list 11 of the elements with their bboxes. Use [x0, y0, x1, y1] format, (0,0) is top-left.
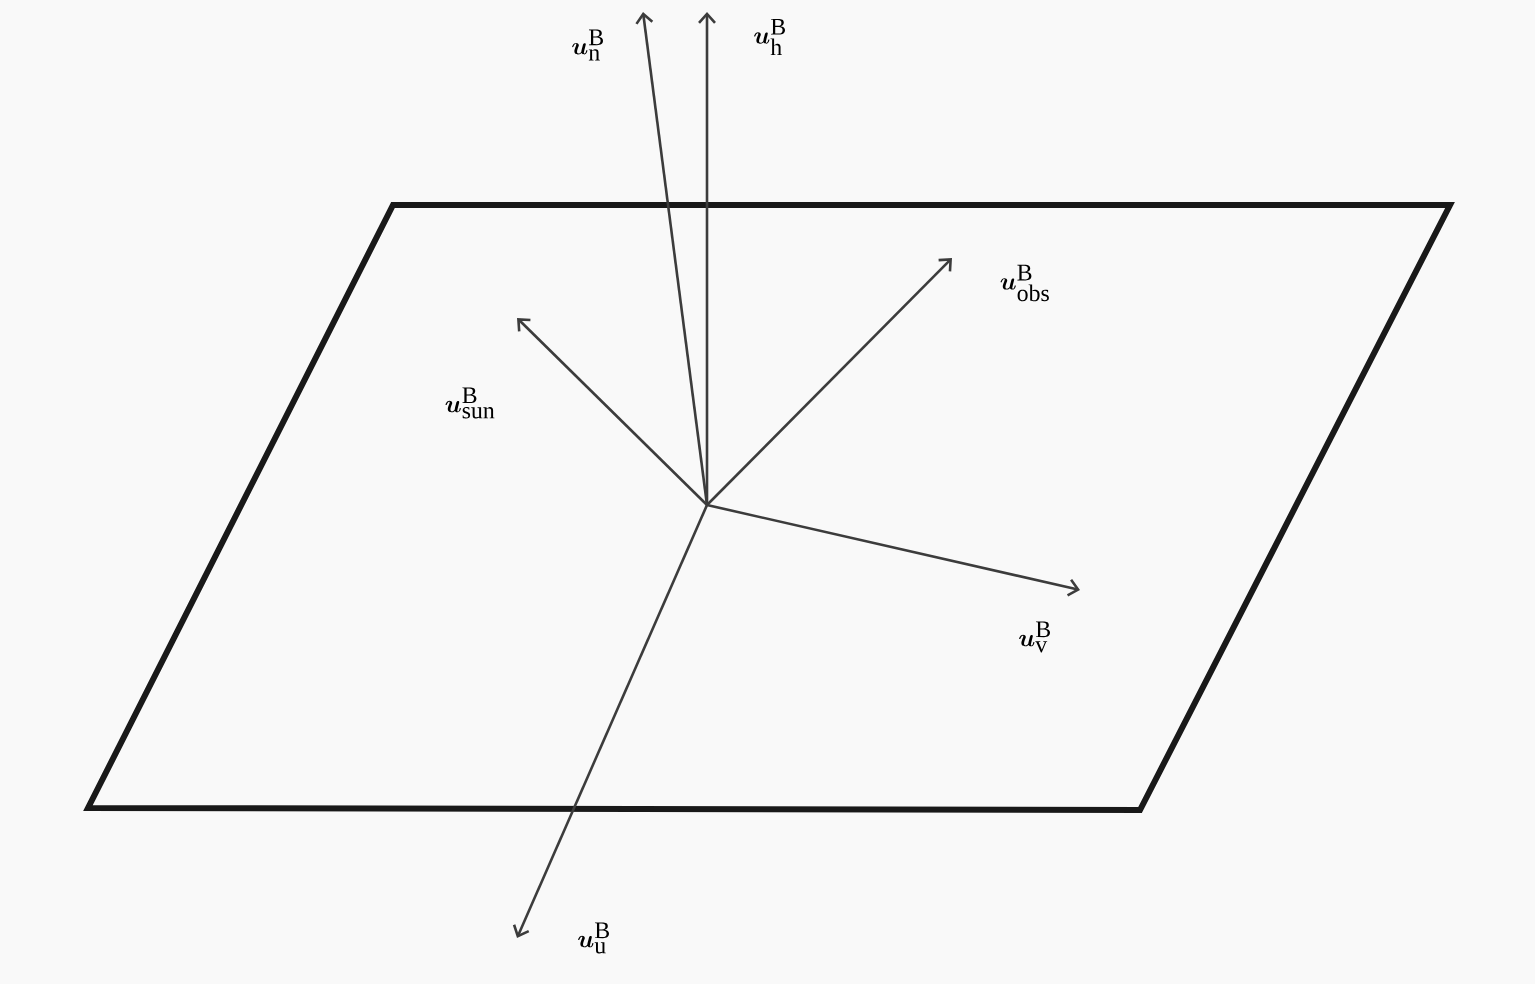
vector-label: $\boldsymbol{u}^{\mathrm{B}}_{\mathrm{h}}$ — [754, 18, 785, 56]
vector-label: $\boldsymbol{u}^{\mathrm{B}}_{\mathrm{v}}$ — [1019, 621, 1050, 653]
arrow — [512, 504, 709, 938]
arrow — [698, 12, 716, 505]
vector-label: $\boldsymbol{u}^{\mathrm{B}}_{\mathrm{sun}}$ — [445, 387, 495, 419]
arrow — [706, 258, 952, 506]
vector-label: $\boldsymbol{u}^{\mathrm{B}}_{\mathrm{obs}}$ — [1000, 264, 1049, 302]
vector-label: $\boldsymbol{u}^{\mathrm{B}}_{\mathrm{n}}$ — [572, 29, 603, 61]
arrow — [517, 318, 708, 506]
arrow — [706, 503, 1080, 597]
vector-label: $\boldsymbol{u}^{\mathrm{B}}_{\mathrm{u}}$ — [578, 922, 609, 954]
